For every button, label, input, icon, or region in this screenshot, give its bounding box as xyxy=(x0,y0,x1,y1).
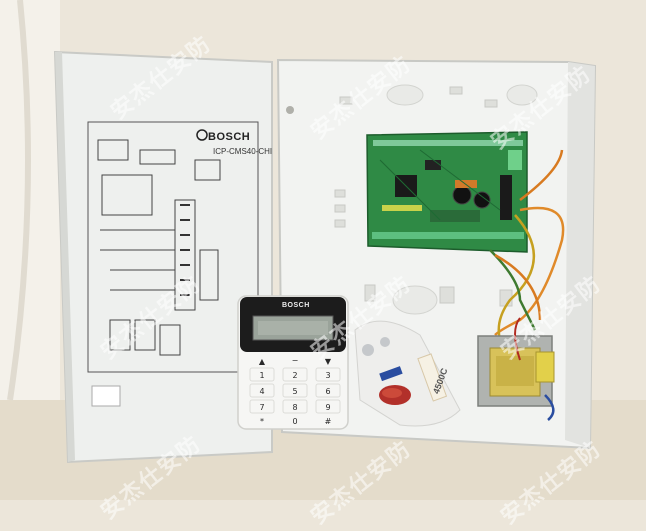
svg-text:9: 9 xyxy=(325,403,330,412)
curtain-fold xyxy=(7,0,31,401)
keypad: ▲ − ▼ 1 2 3 4 5 6 7 8 9 * 0 # xyxy=(237,295,349,430)
serial-label xyxy=(91,385,121,407)
svg-text:1: 1 xyxy=(259,371,264,380)
svg-text:▲: ▲ xyxy=(259,357,266,366)
svg-text:2: 2 xyxy=(292,371,297,380)
svg-text:8: 8 xyxy=(292,403,297,412)
svg-text:−: − xyxy=(292,356,299,365)
svg-text:5: 5 xyxy=(292,387,297,396)
control-pcb xyxy=(366,131,528,253)
svg-text:*: * xyxy=(260,417,264,426)
svg-text:▼: ▼ xyxy=(325,357,332,366)
svg-text:0: 0 xyxy=(292,417,297,426)
power-wires xyxy=(489,149,565,341)
bosch-logo-mark xyxy=(196,129,208,141)
svg-text:6: 6 xyxy=(325,387,330,396)
photo-scene: ▲ − ▼ 1 2 3 4 5 6 7 8 9 * 0 # xyxy=(0,0,646,500)
svg-text:3: 3 xyxy=(325,371,330,380)
svg-text:7: 7 xyxy=(259,403,264,412)
panel-brand-label: BOSCH xyxy=(208,131,251,143)
svg-text:#: # xyxy=(325,417,332,426)
enclosure-door xyxy=(53,50,273,464)
accessory-bag xyxy=(354,320,461,427)
wiring-diagram xyxy=(87,121,259,373)
svg-text:4: 4 xyxy=(259,387,264,396)
transformer xyxy=(477,317,555,421)
keypad-brand-label: BOSCH xyxy=(282,302,310,309)
panel-model-label: ICP-CMS40-CHI xyxy=(213,147,273,156)
